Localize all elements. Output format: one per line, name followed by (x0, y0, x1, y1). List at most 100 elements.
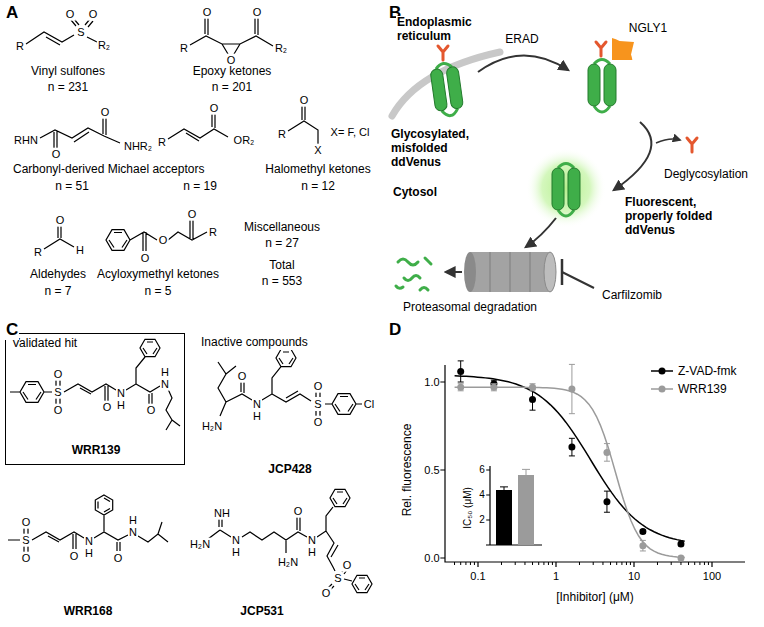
drawing-part (614, 122, 651, 190)
minor-tick (470, 562, 471, 565)
drawing-part (490, 252, 530, 292)
minor-tick (616, 562, 617, 565)
drawing-part (526, 218, 556, 247)
data-point (568, 386, 575, 393)
atom-label: S (76, 26, 85, 39)
drawing-part (218, 349, 362, 418)
text-label: Cytosol (392, 186, 438, 200)
atom-label: H (84, 547, 94, 560)
text-label: Vinyl sulfones (30, 65, 106, 79)
drawing-part (44, 226, 74, 249)
minor-tick (524, 562, 525, 565)
atom-label: Cl (363, 398, 375, 411)
atom-label: O (55, 214, 66, 227)
legend-text: WRR139 (678, 382, 727, 396)
atom-label: N (84, 535, 94, 548)
inset-bar (518, 475, 534, 545)
atom-label: O (102, 401, 113, 414)
drawing-part (544, 252, 556, 292)
fit-curve (455, 376, 685, 541)
data-point (457, 368, 464, 375)
data-point (639, 528, 646, 535)
data-point (677, 555, 684, 562)
atom-label: O (237, 370, 248, 383)
atom-label: O (140, 252, 151, 265)
atom-label: R (179, 42, 189, 55)
minor-tick (538, 562, 539, 565)
atom-label: O (53, 404, 64, 417)
compound-name: WRR139 (72, 444, 121, 458)
text-label: Inactive compounds (200, 336, 309, 350)
atom-label: S (53, 386, 62, 399)
atom-label: NHR₂ (123, 140, 153, 153)
error-bar (530, 389, 536, 410)
text-label: Miscellaneous (243, 221, 321, 235)
enzyme-shape: NGLY1 (612, 4, 676, 60)
atom-label: O (100, 106, 111, 119)
minor-tick (474, 562, 475, 565)
drawing-part (470, 252, 550, 292)
highlight-box: Validated hitWRR139 (5, 333, 185, 465)
minor-tick (610, 562, 611, 565)
minor-tick (657, 562, 658, 565)
drawing-part (288, 106, 318, 144)
minor-tick (694, 562, 695, 565)
chart-data (455, 361, 709, 565)
atom-label: O (146, 404, 157, 417)
atom-label: N (231, 534, 241, 547)
chart-axes (440, 365, 745, 567)
drawing-part (438, 46, 448, 60)
legend-sample (650, 383, 674, 395)
atom-label: O (209, 102, 220, 115)
text-label: Rel. fluorescence (401, 423, 415, 518)
legend-text: Z-VAD-fmk (678, 364, 736, 378)
chemical-structures-c (8, 339, 372, 592)
drawing-part (562, 272, 594, 288)
text-label: Epoxy ketones (192, 65, 273, 79)
drawing-part (478, 55, 568, 72)
data-point (603, 498, 610, 505)
minor-tick (460, 562, 461, 565)
text-label: Acyloxymethyl ketones (96, 268, 220, 282)
drawing-part (26, 19, 97, 45)
atom-label: O (313, 416, 324, 429)
text-label: WRR168 (63, 605, 114, 619)
node-title: Validated hit (12, 337, 77, 351)
text-label: n = 27 (264, 237, 300, 251)
atom-label: O (21, 516, 32, 529)
minor-tick (671, 562, 672, 565)
atom-label: H (160, 366, 170, 379)
data-point (677, 540, 684, 547)
drawing-part (190, 18, 273, 54)
node-title: NGLY1 (629, 22, 667, 36)
text-label: 2 (478, 514, 486, 526)
panel-letter: C (5, 320, 19, 340)
atom-label: O (313, 380, 324, 393)
atom-label: O (252, 6, 263, 19)
text-label: n = 7 (43, 285, 72, 299)
atom-label: O (51, 148, 62, 161)
atom-label: R (33, 246, 43, 259)
minor-tick (630, 562, 631, 565)
atom-label: H (307, 546, 317, 559)
atom-label: S (21, 534, 30, 547)
atom-label: R₂ (97, 39, 111, 52)
minor-tick (501, 562, 502, 565)
atom-label: H₂N (277, 556, 299, 569)
text-label: Deglycosylation (663, 168, 749, 182)
atom-label: N (128, 526, 138, 539)
text-label: n = 51 (54, 180, 90, 194)
legend-entry: WRR139 (650, 382, 727, 396)
atom-label: R₂ (274, 42, 288, 55)
atom-label: N (116, 387, 126, 400)
atom-label: 10 (627, 570, 641, 583)
text-label: n = 5 (143, 285, 172, 299)
drawing-part (446, 271, 462, 273)
drawing-part (106, 220, 207, 251)
atom-label: H (128, 514, 138, 527)
enzyme-body (612, 37, 634, 60)
drawing-part (656, 139, 680, 143)
text-label: Total (268, 259, 295, 273)
